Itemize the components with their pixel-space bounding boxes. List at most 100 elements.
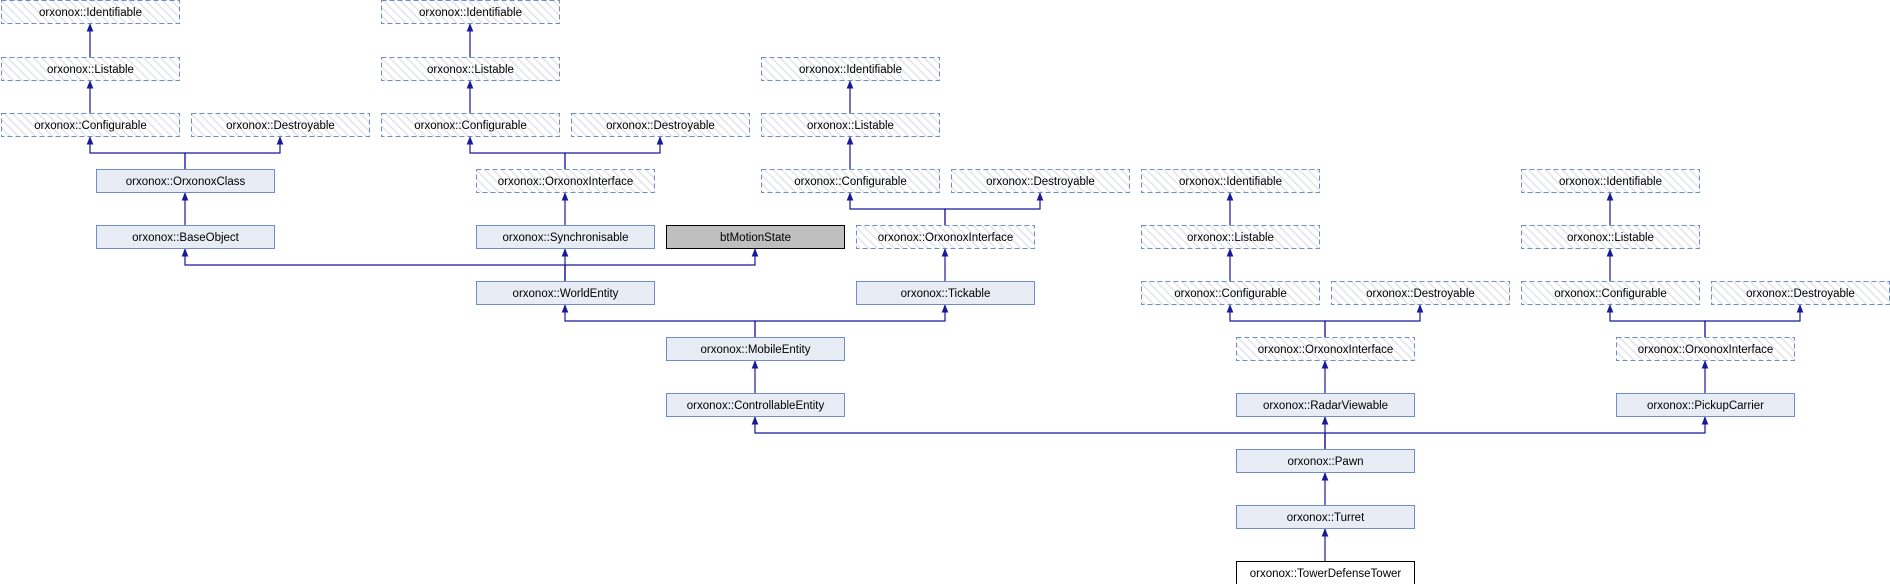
edge-c_oi-to-c_co — [846, 192, 946, 225]
node-box — [761, 113, 940, 137]
node-box — [476, 169, 655, 193]
node-label: orxonox::Identifiable — [1559, 176, 1662, 188]
class-node-orxonox-destroyable: orxonox::Destroyable — [1331, 281, 1510, 305]
edges — [86, 23, 1804, 561]
node-box — [1331, 281, 1510, 305]
class-node-orxonox-orxonoxinterface: orxonox::OrxonoxInterface — [476, 169, 655, 193]
node-box — [1236, 505, 1415, 529]
node-label: orxonox::Tickable — [901, 288, 991, 300]
node-label: orxonox::Turret — [1287, 512, 1365, 524]
class-node-orxonox-configurable: orxonox::Configurable — [381, 113, 560, 137]
node-box — [1, 113, 180, 137]
node-box — [1616, 393, 1795, 417]
edge-me-to-ti — [754, 304, 949, 337]
node-label: orxonox::Configurable — [414, 120, 527, 132]
node-label: orxonox::OrxonoxInterface — [1638, 344, 1774, 356]
class-node-btmotionstate[interactable]: btMotionState — [666, 225, 845, 249]
class-node-orxonox-pickupcarrier[interactable]: orxonox::PickupCarrier — [1616, 393, 1795, 417]
class-node-orxonox-tickable[interactable]: orxonox::Tickable — [856, 281, 1035, 305]
node-label: orxonox::Listable — [427, 64, 514, 76]
node-label: orxonox::Pawn — [1287, 456, 1363, 468]
node-label: orxonox::Listable — [807, 120, 894, 132]
edge-e_oi-to-e_de — [1704, 304, 1804, 337]
class-node-orxonox-listable: orxonox::Listable — [381, 57, 560, 81]
node-box — [951, 169, 1130, 193]
node-box — [1141, 225, 1320, 249]
node-label: orxonox::OrxonoxInterface — [1258, 344, 1394, 356]
node-label: orxonox::Destroyable — [226, 120, 335, 132]
class-node-orxonox-listable: orxonox::Listable — [761, 113, 940, 137]
node-box — [1711, 281, 1890, 305]
node-box — [96, 169, 275, 193]
class-node-orxonox-destroyable: orxonox::Destroyable — [571, 113, 750, 137]
edge-b_oi-to-b_co — [466, 136, 566, 169]
node-label: orxonox::WorldEntity — [513, 288, 619, 300]
node-box — [1, 0, 180, 24]
edge-pa-to-pc — [1324, 416, 1709, 449]
node-box — [1236, 393, 1415, 417]
node-box — [666, 225, 845, 249]
class-node-orxonox-configurable: orxonox::Configurable — [761, 169, 940, 193]
node-label: orxonox::Listable — [47, 64, 134, 76]
node-box — [1236, 337, 1415, 361]
node-label: orxonox::TowerDefenseTower — [1250, 568, 1402, 580]
class-node-orxonox-orxonoxclass[interactable]: orxonox::OrxonoxClass — [96, 169, 275, 193]
node-label: orxonox::Identifiable — [799, 64, 902, 76]
class-node-orxonox-listable: orxonox::Listable — [1, 57, 180, 81]
node-box — [1236, 449, 1415, 473]
class-node-orxonox-orxonoxinterface: orxonox::OrxonoxInterface — [1616, 337, 1795, 361]
class-node-orxonox-configurable: orxonox::Configurable — [1521, 281, 1700, 305]
node-box — [381, 113, 560, 137]
class-node-orxonox-towerdefensetower[interactable]: orxonox::TowerDefenseTower — [1236, 561, 1415, 584]
node-label: orxonox::BaseObject — [132, 232, 240, 244]
class-node-orxonox-mobileentity[interactable]: orxonox::MobileEntity — [666, 337, 845, 361]
node-box — [1, 57, 180, 81]
node-label: orxonox::Configurable — [34, 120, 147, 132]
class-node-orxonox-destroyable: orxonox::Destroyable — [191, 113, 370, 137]
node-label: orxonox::Configurable — [1554, 288, 1667, 300]
class-node-orxonox-destroyable: orxonox::Destroyable — [951, 169, 1130, 193]
class-node-orxonox-pawn[interactable]: orxonox::Pawn — [1236, 449, 1415, 473]
node-box — [571, 113, 750, 137]
node-box — [381, 57, 560, 81]
node-box — [761, 57, 940, 81]
edge-we-to-bo — [181, 248, 566, 281]
edge-d_oi-to-d_de — [1324, 304, 1424, 337]
class-node-orxonox-controllableentity[interactable]: orxonox::ControllableEntity — [666, 393, 845, 417]
node-box — [666, 337, 845, 361]
node-box — [856, 281, 1035, 305]
class-node-orxonox-orxonoxinterface: orxonox::OrxonoxInterface — [1236, 337, 1415, 361]
class-node-orxonox-identifiable: orxonox::Identifiable — [381, 0, 560, 24]
edge-oc-to-a_de — [184, 136, 284, 169]
edge-me-to-we — [561, 304, 756, 337]
node-label: orxonox::MobileEntity — [701, 344, 811, 356]
node-label: orxonox::Listable — [1567, 232, 1654, 244]
class-node-orxonox-radarviewable[interactable]: orxonox::RadarViewable — [1236, 393, 1415, 417]
node-box — [761, 169, 940, 193]
node-box — [1236, 561, 1415, 584]
edge-oc-to-a_co — [86, 136, 186, 169]
node-label: orxonox::Destroyable — [606, 120, 715, 132]
class-node-orxonox-destroyable: orxonox::Destroyable — [1711, 281, 1890, 305]
node-label: orxonox::Synchronisable — [503, 232, 629, 244]
node-box — [1141, 169, 1320, 193]
node-label: orxonox::Configurable — [1174, 288, 1287, 300]
node-label: orxonox::Listable — [1187, 232, 1274, 244]
node-label: orxonox::Destroyable — [1366, 288, 1475, 300]
class-node-orxonox-synchronisable[interactable]: orxonox::Synchronisable — [476, 225, 655, 249]
class-node-orxonox-identifiable: orxonox::Identifiable — [761, 57, 940, 81]
node-box — [476, 225, 655, 249]
edge-c_oi-to-c_de — [944, 192, 1044, 225]
class-node-orxonox-worldentity[interactable]: orxonox::WorldEntity — [476, 281, 655, 305]
class-node-orxonox-baseobject[interactable]: orxonox::BaseObject — [96, 225, 275, 249]
class-node-orxonox-configurable: orxonox::Configurable — [1141, 281, 1320, 305]
node-label: orxonox::Identifiable — [419, 7, 522, 19]
class-node-orxonox-orxonoxinterface: orxonox::OrxonoxInterface — [856, 225, 1035, 249]
node-label: btMotionState — [720, 232, 791, 244]
node-label: orxonox::Destroyable — [1746, 288, 1855, 300]
node-label: orxonox::Destroyable — [986, 176, 1095, 188]
class-node-orxonox-turret[interactable]: orxonox::Turret — [1236, 505, 1415, 529]
edge-d_oi-to-d_co — [1226, 304, 1326, 337]
